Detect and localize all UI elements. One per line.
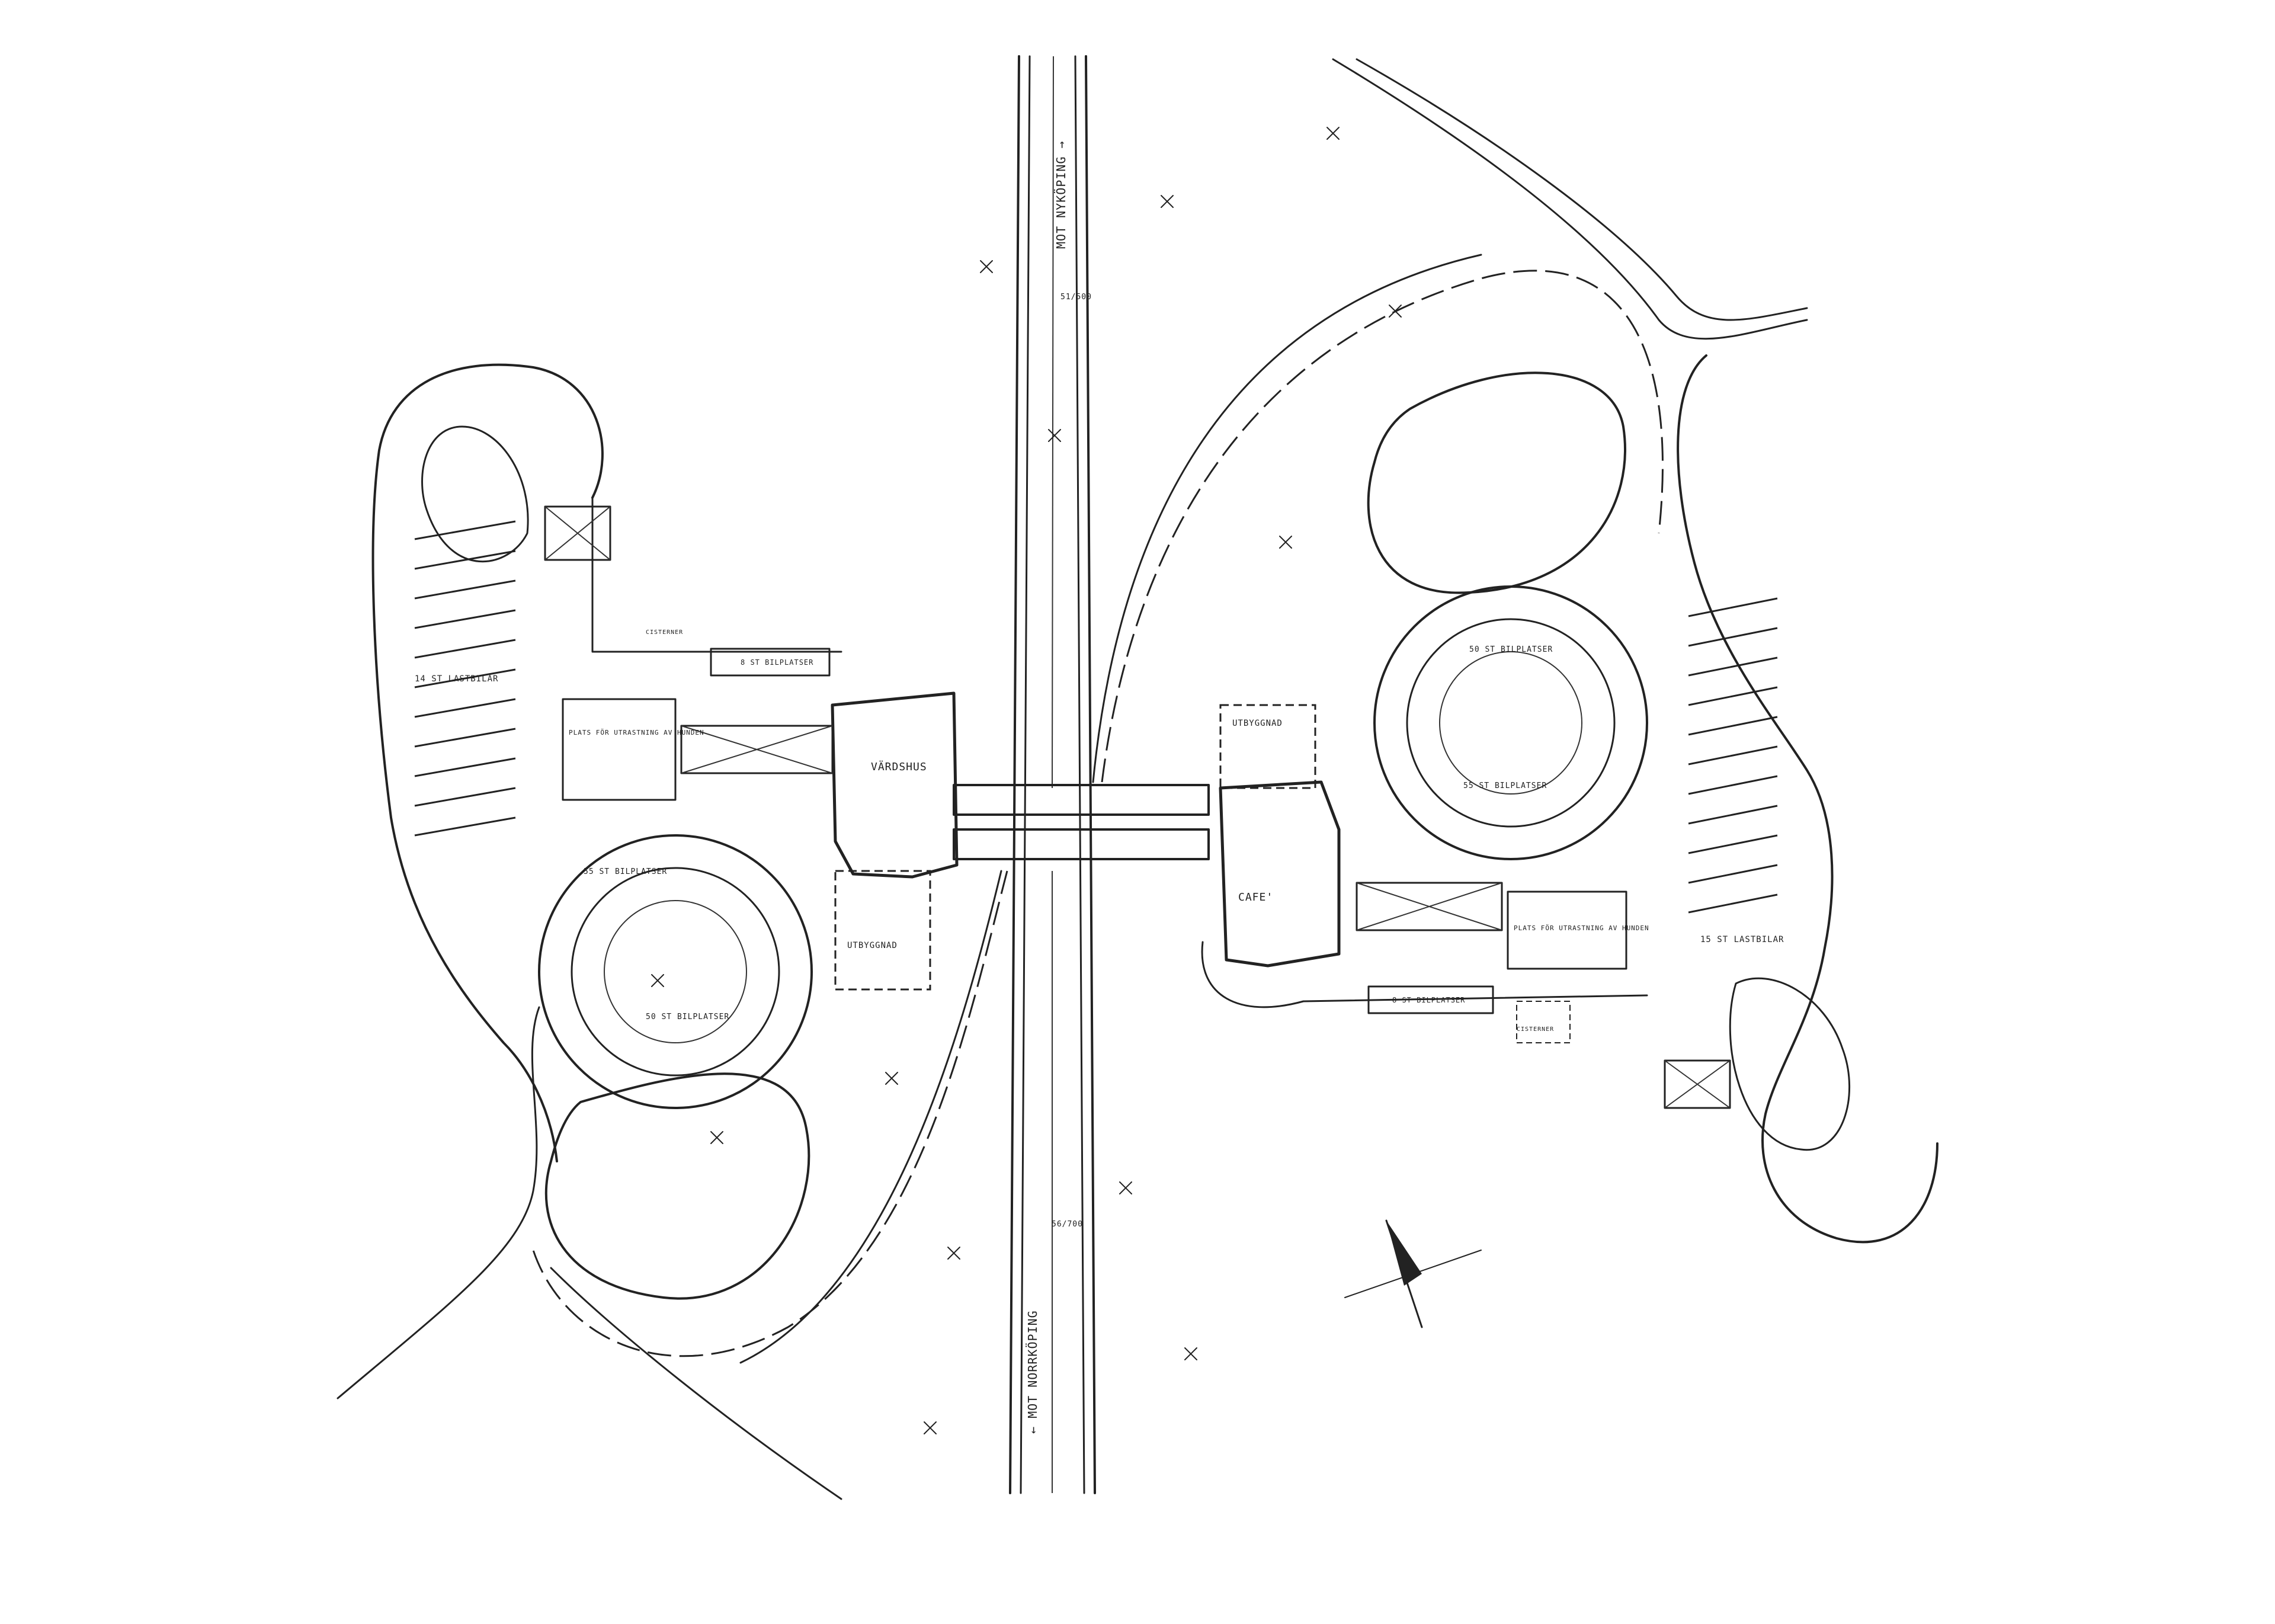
west-ramp xyxy=(532,870,1008,1357)
west-truck-lobe xyxy=(371,363,604,1162)
east-lawn xyxy=(1367,371,1626,594)
west-dog-area xyxy=(562,698,677,801)
west-outbuilding xyxy=(834,870,931,991)
east-ramp xyxy=(1101,270,1664,783)
west-truck-label: 14 ST LASTBILAR xyxy=(415,674,498,684)
east-truck-lobe xyxy=(1677,354,1938,1244)
west-area: 14 ST LASTBILAR VÄRDSHUS PLATS FÖR UTRAS… xyxy=(337,363,1210,1500)
chainage-top: 51/500 xyxy=(1060,293,1092,302)
east-outbuilding-label: UTBYGGNAD xyxy=(1232,719,1283,728)
cafe-label: CAFE' xyxy=(1238,891,1273,904)
west-signpost-label: CISTERNER xyxy=(646,629,683,636)
west-arcade xyxy=(680,725,834,774)
east-area: 50 ST BILPLATSER 55 ST BILPLATSER CAFE' … xyxy=(1092,58,1938,1328)
east-kiosk xyxy=(1664,1059,1731,1109)
survey-marks xyxy=(651,127,1402,1434)
north-arrow xyxy=(1344,1219,1482,1328)
east-dog-label: PLATS FÖR UTRASTNING AV HUNDEN xyxy=(1514,924,1649,932)
east-signpost-box xyxy=(1516,1001,1571,1043)
west-access-road xyxy=(337,1006,540,1399)
east-truck-label: 15 ST LASTBILAR xyxy=(1700,935,1784,944)
motorway xyxy=(1009,55,1096,1494)
footbridge-north xyxy=(953,784,1210,816)
cafe-building xyxy=(1219,780,1341,968)
chainage-bottom: 56/700 xyxy=(1052,1220,1083,1229)
west-outbuilding-label: UTBYGGNAD xyxy=(847,941,898,950)
west-lawn xyxy=(544,1072,810,1300)
west-dog-label: PLATS FÖR UTRASTNING AV HUNDEN xyxy=(569,729,704,736)
east-loop-label-bottom: 55 ST BILPLATSER xyxy=(1463,781,1547,790)
east-loop-label-top: 50 ST BILPLATSER xyxy=(1469,645,1553,654)
vardshus-building xyxy=(831,691,959,879)
east-outbuilding xyxy=(1219,704,1316,789)
west-loop-label-bottom: 50 ST BILPLATSER xyxy=(646,1013,729,1021)
east-south-road xyxy=(1201,941,1648,1008)
west-loop-label-top: 55 ST BILPLATSER xyxy=(584,867,667,876)
vardshus-label: VÄRDSHUS xyxy=(871,761,927,773)
west-parking-row xyxy=(710,648,831,677)
road-label-south: ← MOT NORRKÖPING xyxy=(1026,1310,1040,1434)
west-truck-stalls xyxy=(414,520,516,837)
east-signpost-label: CISTERNER xyxy=(1517,1026,1554,1033)
west-parking-row-label: 8 ST BILPLATSER xyxy=(741,658,813,667)
east-north-road xyxy=(1332,58,1808,340)
west-parking-loop xyxy=(538,834,813,1109)
west-kiosk xyxy=(544,505,611,561)
east-arcade xyxy=(1356,882,1503,931)
east-truck-stalls xyxy=(1688,597,1778,914)
footbridge-south xyxy=(953,828,1210,860)
east-dog-area xyxy=(1507,891,1627,970)
east-parking-loop xyxy=(1373,585,1648,860)
road-label-north: MOT NYKÖPING → xyxy=(1054,140,1068,249)
